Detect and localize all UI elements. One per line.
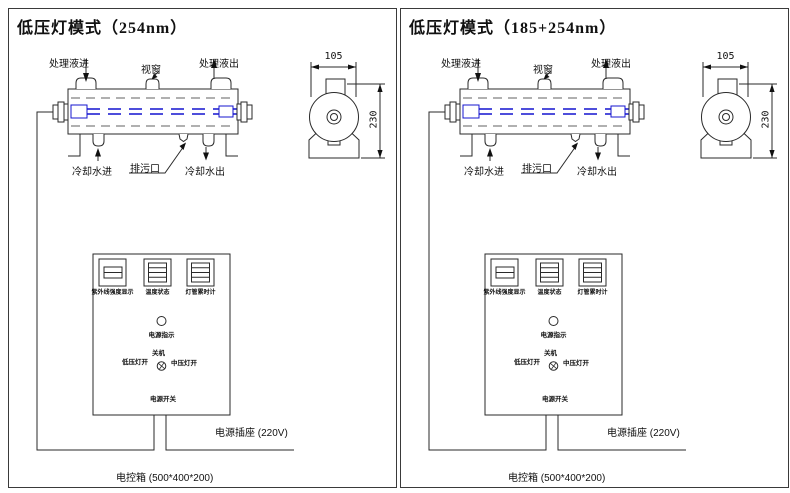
cooling-in-port: [484, 134, 497, 147]
outlet-port: [210, 77, 232, 89]
cooling-out-port: [594, 134, 607, 147]
view-window-port: [537, 78, 552, 89]
label-temperature-status: 温度状态: [145, 290, 170, 296]
end-view-lamp-hub: [718, 109, 734, 125]
label-control-box: 电控箱 (500*400*200): [116, 473, 214, 484]
dimension-width: 105: [716, 51, 735, 62]
label-power-indicator: 电源指示: [540, 332, 567, 339]
panel-title: 低压灯模式（254nm）: [17, 20, 188, 37]
outlet-port: [602, 77, 624, 89]
label-off-position: 关机: [544, 350, 557, 357]
label-uv-intensity-display: 紫外线强度显示: [91, 290, 134, 296]
vessel-leg-left: [68, 134, 81, 157]
label-power-indicator: 电源指示: [148, 332, 175, 339]
label-power-switch: 电源开关: [542, 396, 568, 403]
label-uv-intensity-display: 紫外线强度显示: [483, 290, 526, 296]
lamp-mode-panel-1: 低压灯模式（185+254nm） 处理液进 视窗 处理液出 冷却水进 排污口 冷…: [400, 8, 789, 488]
label-low-pressure-lamp-on: 低压灯开: [514, 359, 540, 366]
cooling-out-port: [202, 134, 215, 147]
label-control-box: 电控箱 (500*400*200): [508, 473, 606, 484]
mode-selector-knob: [156, 361, 167, 371]
label-cooling-water-in: 冷却水进: [72, 167, 112, 178]
label-drain-port: 排污口: [522, 164, 552, 175]
label-off-position: 关机: [152, 350, 165, 357]
control-box-outline: [484, 253, 623, 416]
vessel-leg-right: [225, 134, 238, 157]
view-window-port: [145, 78, 160, 89]
temperature-meter: [143, 258, 172, 287]
lamp-mode-panel-0: 低压灯模式（254nm） 处理液进 视窗 处理液出 冷却水进 排污口 冷却水出 …: [8, 8, 397, 488]
power-wire-right: [557, 415, 686, 451]
label-medium-pressure-lamp-on: 中压灯开: [563, 360, 589, 367]
label-cooling-water-out: 冷却水出: [577, 167, 617, 178]
label-view-window: 视窗: [533, 65, 553, 76]
label-process-outlet: 处理液出: [591, 59, 631, 70]
diagram-linework: [428, 59, 777, 451]
label-lamp-hour-counter: 灯管累时计: [577, 290, 608, 296]
power-wire-left: [36, 111, 155, 451]
label-process-inlet: 处理液进: [441, 59, 481, 70]
control-box-drawing: [92, 253, 231, 416]
dimension-height: 230: [760, 110, 772, 129]
power-indicator-lamp: [156, 316, 167, 326]
temperature-meter: [535, 258, 564, 287]
label-power-socket: 电源插座 (220V): [607, 428, 680, 439]
label-view-window: 视窗: [141, 65, 161, 76]
label-process-outlet: 处理液出: [199, 59, 239, 70]
vessel-body: [67, 88, 239, 135]
label-low-pressure-lamp-on: 低压灯开: [122, 359, 148, 366]
drain-port: [570, 133, 581, 143]
vessel-leg-right: [617, 134, 630, 157]
diagram-linework: [36, 59, 385, 451]
power-wire-left: [428, 111, 547, 451]
mode-selector-knob: [548, 361, 559, 371]
uv-intensity-meter: [490, 258, 519, 287]
end-view-drawing: [308, 62, 385, 159]
label-power-socket: 电源插座 (220V): [215, 428, 288, 439]
drain-port: [178, 133, 189, 143]
label-medium-pressure-lamp-on: 中压灯开: [171, 360, 197, 367]
control-box-drawing: [484, 253, 623, 416]
label-cooling-water-out: 冷却水出: [185, 167, 225, 178]
control-box-outline: [92, 253, 231, 416]
panel-title: 低压灯模式（185+254nm）: [409, 20, 617, 37]
lamp-hour-meter: [186, 258, 215, 287]
power-wire-right: [165, 415, 294, 451]
power-indicator-lamp: [548, 316, 559, 326]
end-view-lamp-hub: [326, 109, 342, 125]
dimension-height: 230: [368, 110, 380, 129]
lamp-hour-meter: [578, 258, 607, 287]
label-process-inlet: 处理液进: [49, 59, 89, 70]
cooling-in-port: [92, 134, 105, 147]
label-power-switch: 电源开关: [150, 396, 176, 403]
label-temperature-status: 温度状态: [537, 290, 562, 296]
vessel-leg-left: [460, 134, 473, 157]
label-drain-port: 排污口: [130, 164, 160, 175]
vessel-body: [459, 88, 631, 135]
vessel-drawing: [36, 59, 294, 451]
label-lamp-hour-counter: 灯管累时计: [185, 290, 216, 296]
uv-lamp: [70, 104, 238, 119]
uv-intensity-meter: [98, 258, 127, 287]
vessel-drawing: [428, 59, 686, 451]
label-cooling-water-in: 冷却水进: [464, 167, 504, 178]
end-view-drawing: [700, 62, 777, 159]
dimension-width: 105: [324, 51, 343, 62]
